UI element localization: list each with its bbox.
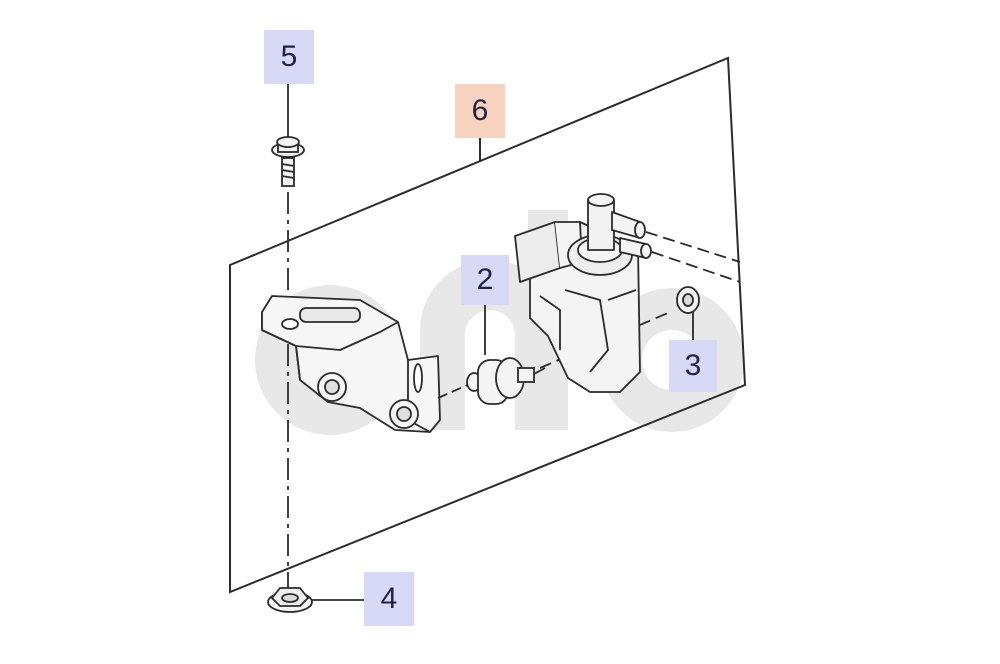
dashed-axis-sensor [437,383,471,399]
callout-3: 3 [669,340,717,392]
callout-2: 2 [461,255,509,305]
mounting-panel-outline [229,56,747,594]
bolt-part-5 [271,84,305,187]
callout-6: 6 [455,84,505,138]
dashed-port-line-top [645,231,741,263]
sensor-part-2 [466,305,546,405]
nut-part-4 [267,587,364,613]
callout-4: 4 [364,572,414,626]
callout-5: 5 [264,30,314,84]
solenoid-valve [514,193,652,393]
mounting-bracket [261,295,441,433]
grommet-part-3 [676,286,700,340]
dashed-port-line-bottom [651,251,741,283]
